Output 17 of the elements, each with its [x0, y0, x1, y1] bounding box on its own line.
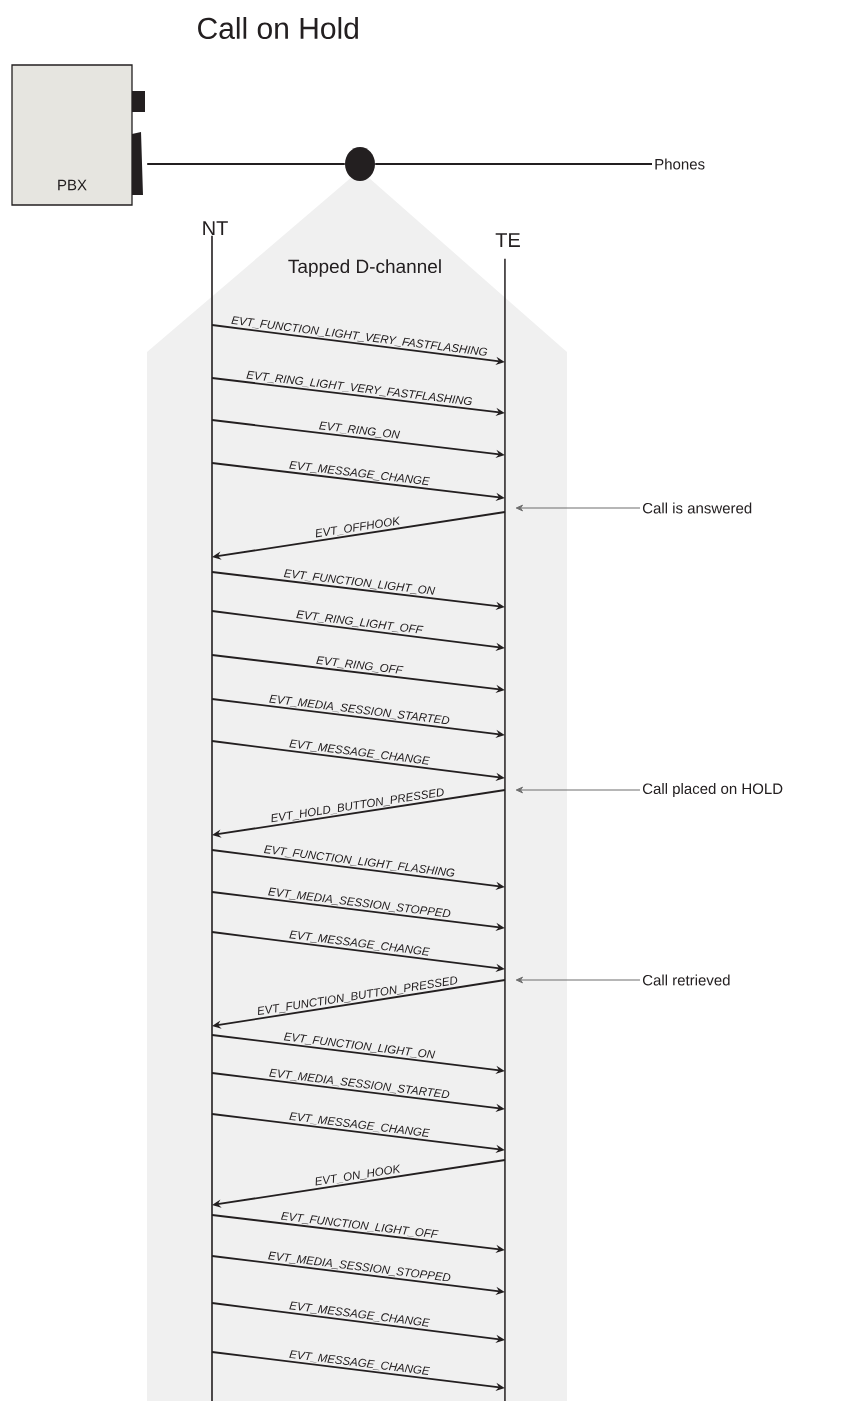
endpoint-label: Phones [655, 158, 705, 170]
tap-point [345, 147, 375, 181]
pbx-box: PBX [11, 64, 145, 206]
line [374, 163, 653, 165]
band-label: Tapped D-channel [288, 259, 441, 277]
edge-label: EVT_RING_ON [319, 421, 401, 439]
edge-label: EVT_RING_OFF [316, 656, 404, 674]
leader-line [515, 504, 641, 512]
lifeline: NT [203, 221, 228, 1401]
title: Call on Hold [198, 17, 358, 40]
line [146, 163, 346, 165]
leader-line [515, 786, 641, 794]
callout-text: Call placed on HOLD [642, 783, 783, 797]
callout-text: Call retrieved [642, 974, 730, 986]
leader-line [515, 976, 641, 984]
callout-text: Call is answered [642, 502, 752, 514]
lifeline: TE [495, 233, 520, 1401]
